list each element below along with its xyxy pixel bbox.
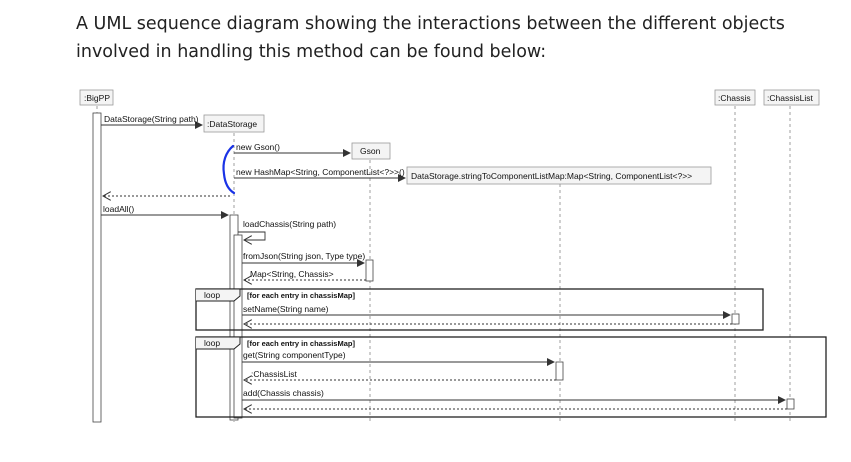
participant-datastorage-box (203, 114, 265, 133)
participant-chassislist-box (763, 89, 820, 106)
loop-2-guard: [for each entry in chassisMap] (247, 339, 355, 348)
loop-1-guard: [for each entry in chassisMap] (247, 291, 355, 300)
blue-annotation-mark (222, 144, 236, 195)
msg-new-hashmap-label: new HashMap<String, ComponentList<?>>() (236, 167, 405, 177)
activation-datastorage-nested (233, 234, 243, 419)
msg-add-label: add(Chassis chassis) (243, 388, 324, 398)
participant-dsmap-box (406, 166, 712, 185)
activation-chassislist (786, 398, 795, 410)
activation-chassis (731, 313, 740, 325)
msg-fromjson-label: fromJson(String json, Type type) (243, 251, 365, 261)
msg-setname-label: setName(String name) (243, 304, 329, 314)
participant-bigpp-box (79, 89, 114, 106)
msg-loadchassis-label: loadChassis(String path) (243, 219, 336, 229)
loop-2-tag: loop (204, 338, 220, 348)
participant-gson-box (351, 142, 391, 160)
loop-fragment-1 (195, 288, 764, 331)
msg-map-return-label: Map<String, Chassis> (250, 269, 334, 279)
msg-chassislist-return-label: :ChassisList (251, 369, 297, 379)
loop-fragment-2 (195, 336, 827, 418)
msg-loadall-label: loadAll() (103, 204, 134, 214)
intro-paragraph: A UML sequence diagram showing the inter… (76, 14, 785, 62)
msg-loadchassis-arrow (238, 231, 266, 240)
loop-2-tag-box (196, 336, 241, 350)
msg-datastorage-label: DataStorage(String path) (104, 114, 199, 124)
participant-datastorage: :DataStorage (207, 119, 257, 129)
participant-chassis-box (714, 89, 756, 106)
participant-bigpp: :BigPP (84, 93, 110, 103)
msg-get-label: get(String componentType) (243, 350, 346, 360)
activation-dsmap (555, 361, 564, 381)
participant-chassislist: :ChassisList (767, 93, 813, 103)
msg-new-gson-label: new Gson() (236, 142, 280, 152)
activation-bigpp (92, 112, 102, 423)
activation-gson (365, 259, 374, 282)
loop-1-tag-box (196, 288, 241, 302)
participant-gson: Gson (360, 146, 381, 156)
participant-dsmap: DataStorage.stringToComponentListMap:Map… (411, 171, 692, 181)
participant-chassis: :Chassis (718, 93, 751, 103)
loop-1-tag: loop (204, 290, 220, 300)
